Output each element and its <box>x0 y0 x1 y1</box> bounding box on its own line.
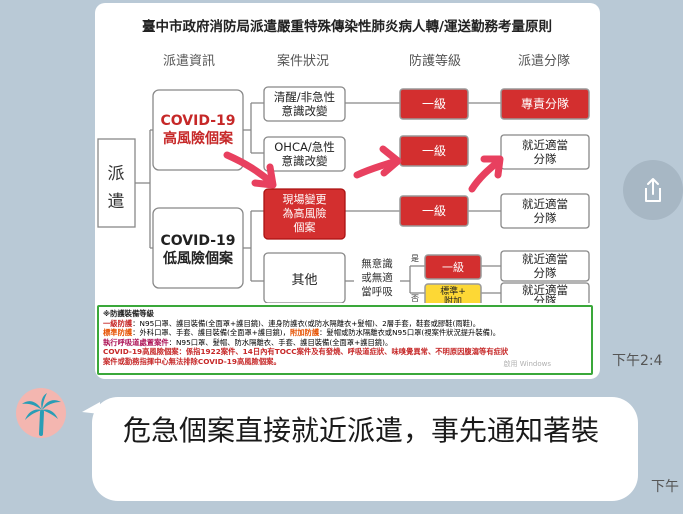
arrow-3-head <box>480 155 504 179</box>
unit-4a: 就近適當 <box>522 252 568 266</box>
level-box-2 <box>399 135 469 167</box>
protection-legend: ※防護裝備等級 一級防護：N95口罩、護目裝備(全面罩+護目鏡)、連身防護衣(或… <box>97 305 593 375</box>
low-risk-case-box <box>152 207 244 289</box>
status-4: 其他 <box>291 273 317 288</box>
yes-label: 是 <box>411 254 419 263</box>
unit-3b: 分隊 <box>534 211 557 225</box>
status-box-3 <box>263 188 346 240</box>
header-dispatch-info: 派遣資訊 <box>163 54 215 69</box>
level-box-1 <box>399 88 469 120</box>
header-protection-level: 防護等級 <box>409 53 461 69</box>
sub-condition-b: 或無適 <box>361 271 393 284</box>
avatar[interactable] <box>16 388 66 438</box>
high-risk-case-line1: COVID-19 <box>160 113 235 129</box>
dispatch-box <box>97 138 136 228</box>
unit-1: 專責分隊 <box>521 96 569 111</box>
level-2: 一級 <box>422 144 446 158</box>
message-timestamp-1: 下午2:4 <box>612 353 663 369</box>
unit-5a: 就近適當 <box>522 283 568 297</box>
status-box-1 <box>263 86 346 122</box>
annotation-arrows <box>223 145 504 193</box>
dispatch-label-2: 遣 <box>108 192 125 212</box>
unit-box-2 <box>500 134 590 170</box>
unit-box-3 <box>500 193 590 229</box>
legend-l2-label: 標準防護 <box>103 328 133 338</box>
level-3: 一級 <box>422 204 446 218</box>
high-risk-case-line2: 高風險個案 <box>163 130 234 147</box>
level-box-5 <box>424 283 482 303</box>
status-2b: 意識改變 <box>282 154 328 168</box>
unit-2b: 分隊 <box>534 152 557 166</box>
unit-box-5 <box>500 282 590 303</box>
share-icon <box>645 178 661 202</box>
arrow-1-head <box>251 163 277 189</box>
connector-lines <box>135 102 501 294</box>
unit-4b: 分隊 <box>534 266 557 280</box>
status-2a: OHCA/急性 <box>274 140 334 154</box>
status-3c: 個案 <box>294 220 316 234</box>
legend-l1-text: ：N95口罩、護目裝備(全面罩+護目鏡)、連身防護衣(或防水隔離衣+髮帽)、2層… <box>132 318 481 328</box>
status-3b: 為高風險 <box>283 206 327 220</box>
no-label: 否 <box>411 294 419 303</box>
windows-watermark: 啟用 Windows <box>503 360 551 369</box>
status-box-2 <box>263 136 346 172</box>
header-dispatch-unit: 派遣分隊 <box>518 53 570 69</box>
level-box-4 <box>424 254 482 280</box>
legend-line-5: 案件或勤務指揮中心無法排除COVID-19高風險個案。 <box>103 356 281 366</box>
unit-box-4 <box>500 250 590 282</box>
legend-line-3: 執行呼吸道處置案件：N95口罩、髮帽、防水隔離衣、手套、護目裝備(全面罩+護目鏡… <box>103 338 587 348</box>
unit-box-1 <box>500 88 590 120</box>
legend-l1-label: 一級防護 <box>103 318 133 328</box>
level-5a: 標準+ <box>440 285 466 297</box>
arrow-2-head <box>379 145 402 177</box>
image-title: 臺中市政府消防局派遣嚴重特殊傳染性肺炎病人轉/運送勤務考量原則 <box>142 18 552 35</box>
legend-l3-label: 執行呼吸道處置案件 <box>103 337 169 347</box>
status-1b: 意識改變 <box>282 104 328 118</box>
status-3a: 現場變更 <box>283 192 327 206</box>
legend-line-1: 一級防護：N95口罩、護目裝備(全面罩+護目鏡)、連身防護衣(或防水隔離衣+髮帽… <box>103 319 587 329</box>
legend-l2b-text: ：髮帽或防水隔離衣或N95口罩(視案件狀況提升裝備)。 <box>319 328 501 338</box>
dispatch-label-1: 派 <box>108 164 125 184</box>
unit-2a: 就近適當 <box>522 138 568 152</box>
high-risk-case-box <box>152 89 244 171</box>
message-timestamp-2: 下午 <box>651 479 679 495</box>
level-1: 一級 <box>422 97 446 111</box>
arrow-1-shaft <box>223 151 276 187</box>
legend-title: ※防護裝備等級 <box>103 309 154 318</box>
shared-image[interactable]: 臺中市政府消防局派遣嚴重特殊傳染性肺炎病人轉/運送勤務考量原則 派遣資訊 案件狀… <box>95 3 600 379</box>
legend-l2-text: ：外科口罩、手套、護目裝備(全面罩+護目鏡)， <box>132 328 290 338</box>
level-5b: 附加 <box>444 295 462 303</box>
level-box-3 <box>399 195 469 227</box>
status-1a: 清醒/非急性 <box>274 90 335 104</box>
flowchart-diagram: 臺中市政府消防局派遣嚴重特殊傳染性肺炎病人轉/運送勤務考量原則 派遣資訊 案件狀… <box>97 18 590 303</box>
level-4: 一級 <box>442 261 464 274</box>
message-text: 危急個案直接就近派遣，事先通知著裝 <box>123 414 600 447</box>
status-box-4 <box>263 252 346 303</box>
unit-5b: 分隊 <box>534 294 557 303</box>
legend-l3-text: ：N95口罩、髮帽、防水隔離衣、手套、護目裝備(全面罩+護目鏡)。 <box>168 337 393 347</box>
sub-condition-c: 當呼吸 <box>361 285 393 298</box>
sub-condition-a: 無意識 <box>361 257 393 270</box>
message-bubble[interactable] <box>92 397 638 501</box>
share-button[interactable] <box>623 160 683 220</box>
low-risk-case-line2: 低風險個案 <box>162 250 234 267</box>
legend-line-2: 標準防護：外科口罩、手套、護目裝備(全面罩+護目鏡)，附加防護：髮帽或防水隔離衣… <box>103 328 587 338</box>
legend-l2b-label: 附加防護 <box>289 328 320 338</box>
unit-3a: 就近適當 <box>522 197 568 211</box>
palm-tree-icon <box>22 393 61 436</box>
legend-line-4: COVID-19高風險個案：係指1922案件、14日內有TOCC案件及有發燒、呼… <box>103 347 509 357</box>
low-risk-case-line1: COVID-19 <box>160 233 235 249</box>
header-case-status: 案件狀況 <box>277 54 329 69</box>
